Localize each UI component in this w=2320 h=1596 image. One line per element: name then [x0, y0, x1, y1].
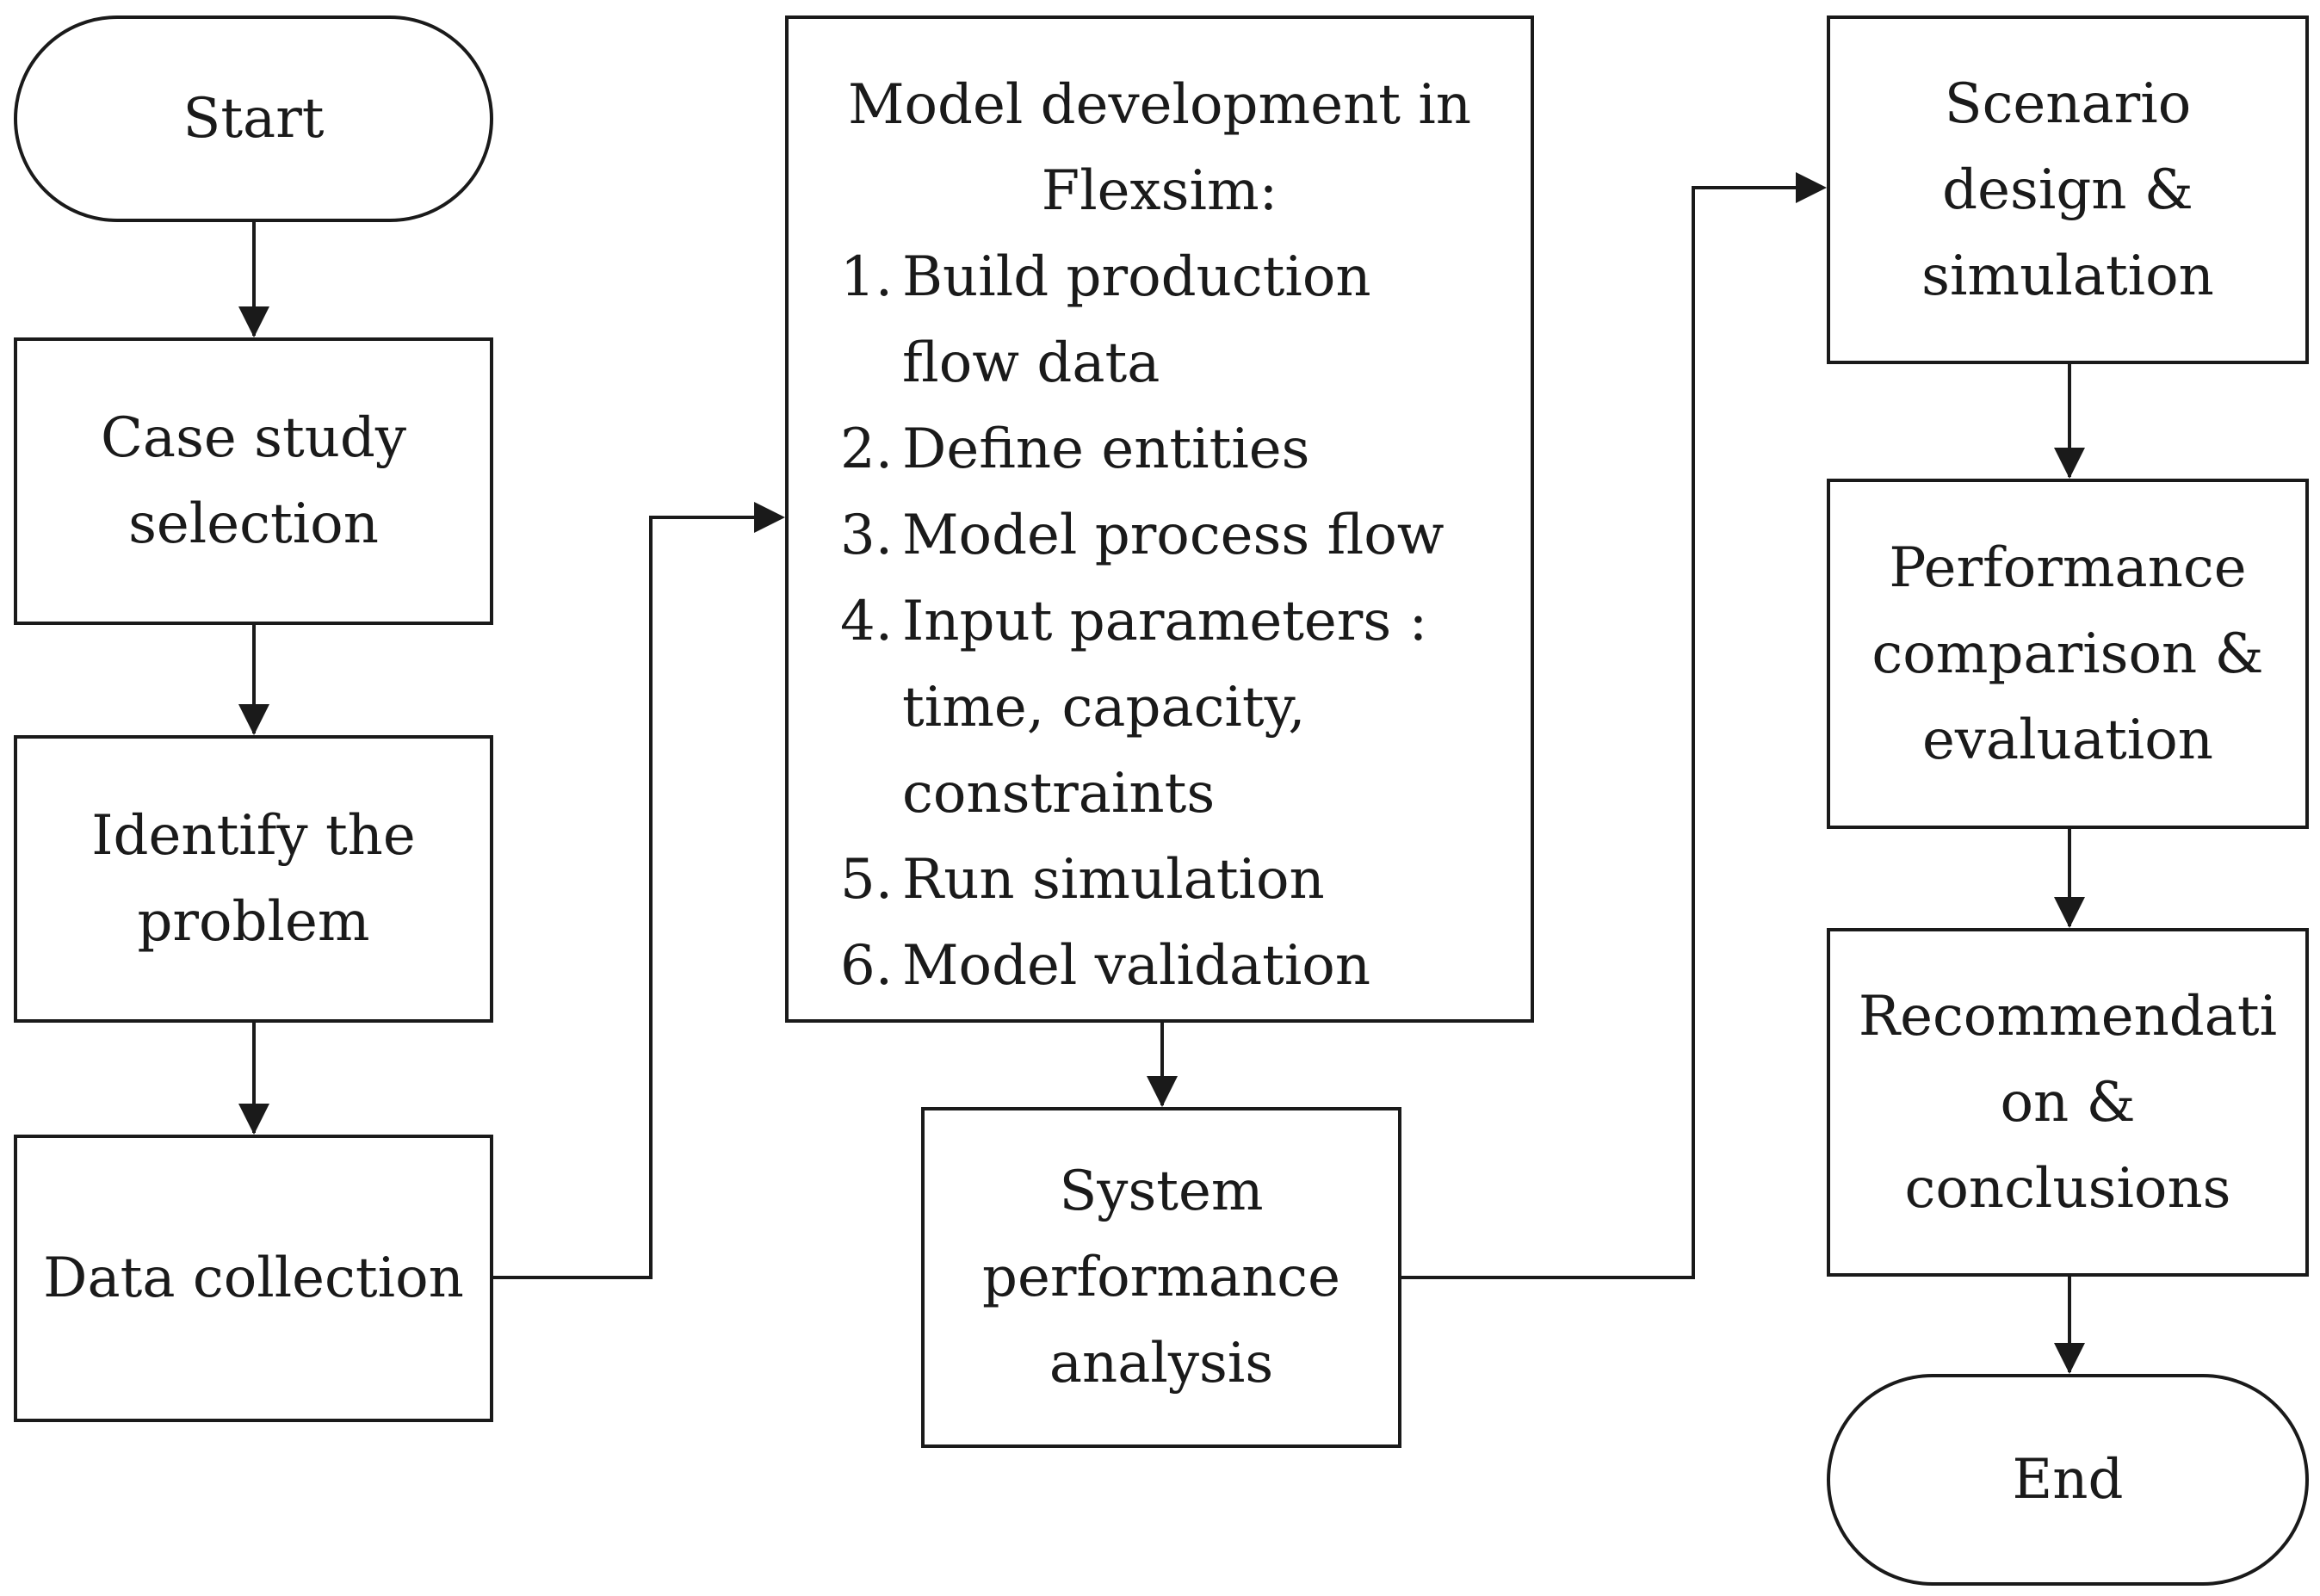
arrow-data-collection-to-model [493, 516, 775, 1279]
performance-line-2: comparison & [1871, 622, 2264, 686]
identify-line-1: Identify the [91, 804, 416, 868]
arrowhead-model-to-system-perf [1147, 1076, 1178, 1107]
identify-problem-box: Identify the problem [14, 735, 493, 1023]
system-perf-line-3: analysis [1049, 1332, 1274, 1395]
step-number: 4. [840, 590, 894, 653]
data-collection-box: Data collection [14, 1135, 493, 1422]
scenario-line-3: simulation [1921, 244, 2214, 308]
model-title-line-1: Model development in [847, 73, 1472, 137]
recommendation-box: Recommendati on & conclusions [1827, 928, 2309, 1277]
model-title-line-2: Flexsim: [1041, 159, 1278, 223]
step-3-line-1: Model process flow [902, 504, 1445, 567]
recommendation-line-1: Recommendati [1858, 984, 2278, 1049]
step-4-line-3: constraints [902, 762, 1216, 826]
scenario-line-1: Scenario [1944, 71, 2192, 136]
scenario-line-2: design & [1942, 158, 2193, 222]
arrow-system-perf-to-scenario [1401, 186, 1816, 1279]
scenario-design-box: Scenario design & simulation [1827, 15, 2309, 364]
model-step-2: 2. Define entities [840, 406, 1445, 492]
model-step-6: 6. Model validation [840, 923, 1445, 1009]
step-number: 3. [840, 504, 894, 567]
arrowhead-recommendation-to-end [2054, 1343, 2085, 1374]
performance-line-1: Performance [1889, 535, 2247, 600]
step-5-line-1: Run simulation [902, 848, 1325, 912]
case-study-line-1: Case study [100, 406, 407, 470]
step-4-line-1: Input parameters : [902, 590, 1428, 653]
end-terminal: End [1827, 1374, 2309, 1586]
step-1-line-1: Build production [902, 245, 1371, 309]
start-label: Start [183, 87, 325, 151]
step-number: 5. [840, 848, 894, 912]
step-number: 2. [840, 418, 894, 481]
arrowhead-case-study-to-identify [238, 704, 269, 735]
recommendation-line-3: conclusions [1904, 1156, 2231, 1221]
arrowhead-data-collection-to-model [754, 502, 785, 533]
recommendation-line-2: on & [2000, 1070, 2136, 1135]
data-collection-label: Data collection [43, 1246, 464, 1310]
step-text: Build production flow data [902, 234, 1371, 406]
arrowhead-start-to-case-study [238, 306, 269, 337]
identify-line-2: problem [137, 890, 370, 954]
model-step-4: 4. Input parameters : time, capacity, co… [840, 578, 1445, 837]
model-step-5: 5. Run simulation [840, 837, 1445, 923]
step-number: 6. [840, 934, 894, 998]
case-study-selection-box: Case study selection [14, 337, 493, 625]
case-study-line-2: selection [128, 492, 379, 556]
start-terminal: Start [14, 15, 493, 222]
model-step-3: 3. Model process flow [840, 492, 1445, 578]
arrowhead-system-perf-to-scenario [1796, 172, 1827, 203]
model-steps-list: 1. Build production flow data 2. Define … [840, 234, 1445, 1009]
step-text: Input parameters : time, capacity, const… [902, 578, 1427, 837]
step-2-line-1: Define entities [902, 418, 1310, 481]
model-development-box: Model development in Flexsim: 1. Build p… [785, 15, 1534, 1023]
step-text: Model process flow [902, 492, 1445, 578]
performance-comparison-box: Performance comparison & evaluation [1827, 479, 2309, 829]
system-performance-box: System performance analysis [921, 1107, 1401, 1448]
step-text: Run simulation [902, 837, 1325, 923]
step-text: Model validation [902, 923, 1370, 1009]
step-1-line-2: flow data [902, 331, 1160, 395]
arrowhead-scenario-to-performance [2054, 448, 2085, 479]
system-perf-line-2: performance [981, 1246, 1341, 1309]
step-text: Define entities [902, 406, 1310, 492]
arrowhead-identify-to-data-collection [238, 1104, 269, 1135]
step-number: 1. [840, 245, 894, 309]
system-perf-line-1: System [1059, 1160, 1264, 1223]
end-label: End [2012, 1448, 2124, 1512]
performance-line-3: evaluation [1922, 708, 2213, 772]
arrowhead-performance-to-recommendation [2054, 897, 2085, 928]
step-6-line-1: Model validation [902, 934, 1371, 998]
model-step-1: 1. Build production flow data [840, 234, 1445, 406]
step-4-line-2: time, capacity, [902, 676, 1306, 739]
